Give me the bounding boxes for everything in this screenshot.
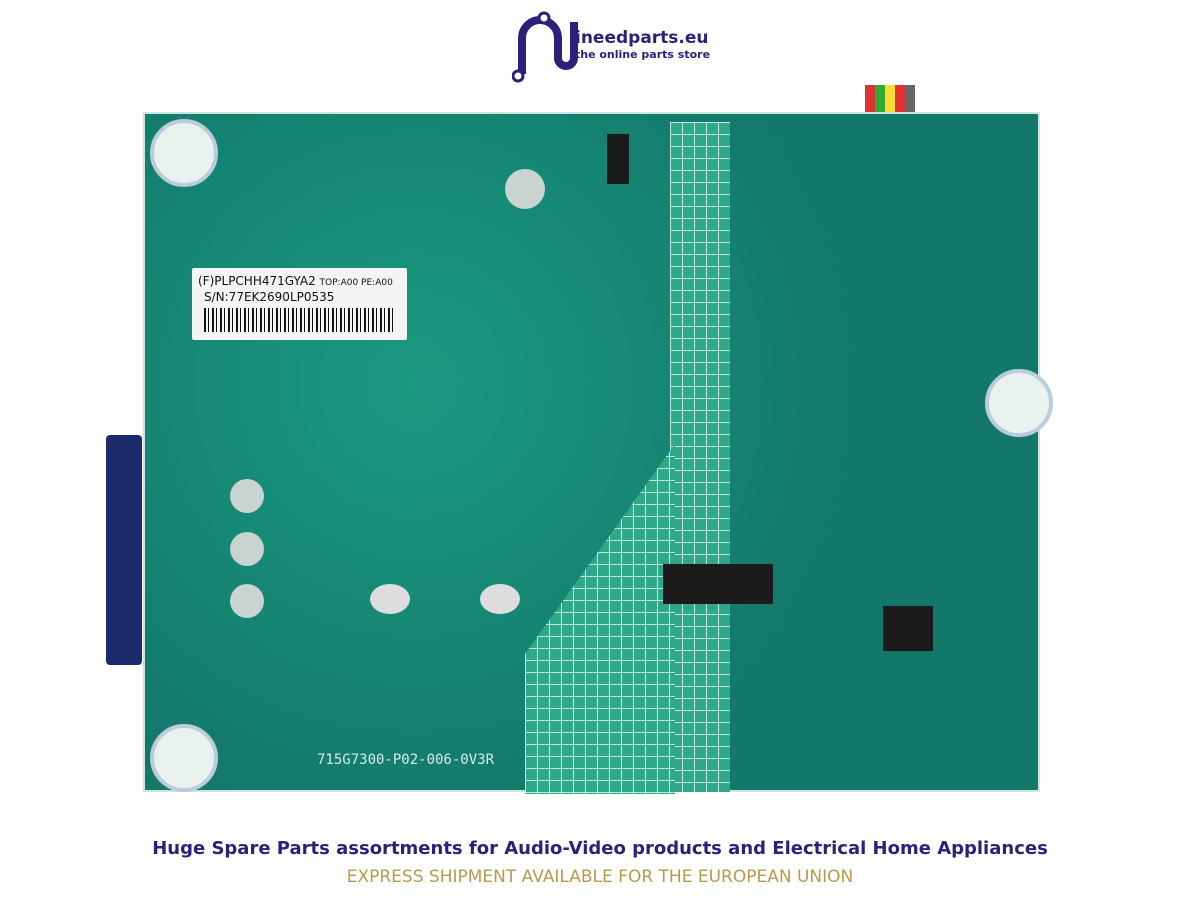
solder-pad: [230, 584, 264, 618]
brand-name: ineedparts.eu: [575, 28, 709, 48]
sticker-revision: TOP:A00 PE:A00: [319, 278, 393, 288]
transistor: [883, 606, 933, 651]
solder-pad: [230, 479, 264, 513]
solder-pad: [505, 169, 545, 209]
isolation-grid: [525, 444, 675, 794]
board-sticker: (F)PLPCHH471GYA2 TOP:A00 PE:A00 S/N:77EK…: [192, 268, 407, 340]
sticker-serial: S/N:77EK2690LP0535: [204, 290, 335, 304]
solder-pad: [230, 532, 264, 566]
cable-wires: [865, 85, 915, 115]
solder-pad: [480, 584, 520, 614]
sticker-model: (F)PLPCHH471GYA2: [198, 274, 316, 288]
ic-chip: [663, 564, 773, 604]
pcb-board-photo: 715G7300-P02-006-0V3R: [143, 112, 1053, 794]
mounting-hole: [985, 369, 1053, 437]
board-part-number: 715G7300-P02-006-0V3R: [317, 752, 495, 768]
power-connector: [106, 435, 142, 665]
solder-pad: [370, 584, 410, 614]
mounting-hole: [150, 724, 218, 792]
mounting-hole: [150, 119, 218, 187]
isolation-grid: [670, 122, 730, 792]
footer-subline: EXPRESS SHIPMENT AVAILABLE FOR THE EUROP…: [346, 867, 854, 887]
diode: [607, 134, 629, 184]
brand-tagline: the online parts store: [575, 48, 711, 61]
brand-logo-icon: [512, 11, 578, 83]
footer-headline: Huge Spare Parts assortments for Audio-V…: [152, 838, 1048, 859]
barcode: [204, 308, 394, 332]
